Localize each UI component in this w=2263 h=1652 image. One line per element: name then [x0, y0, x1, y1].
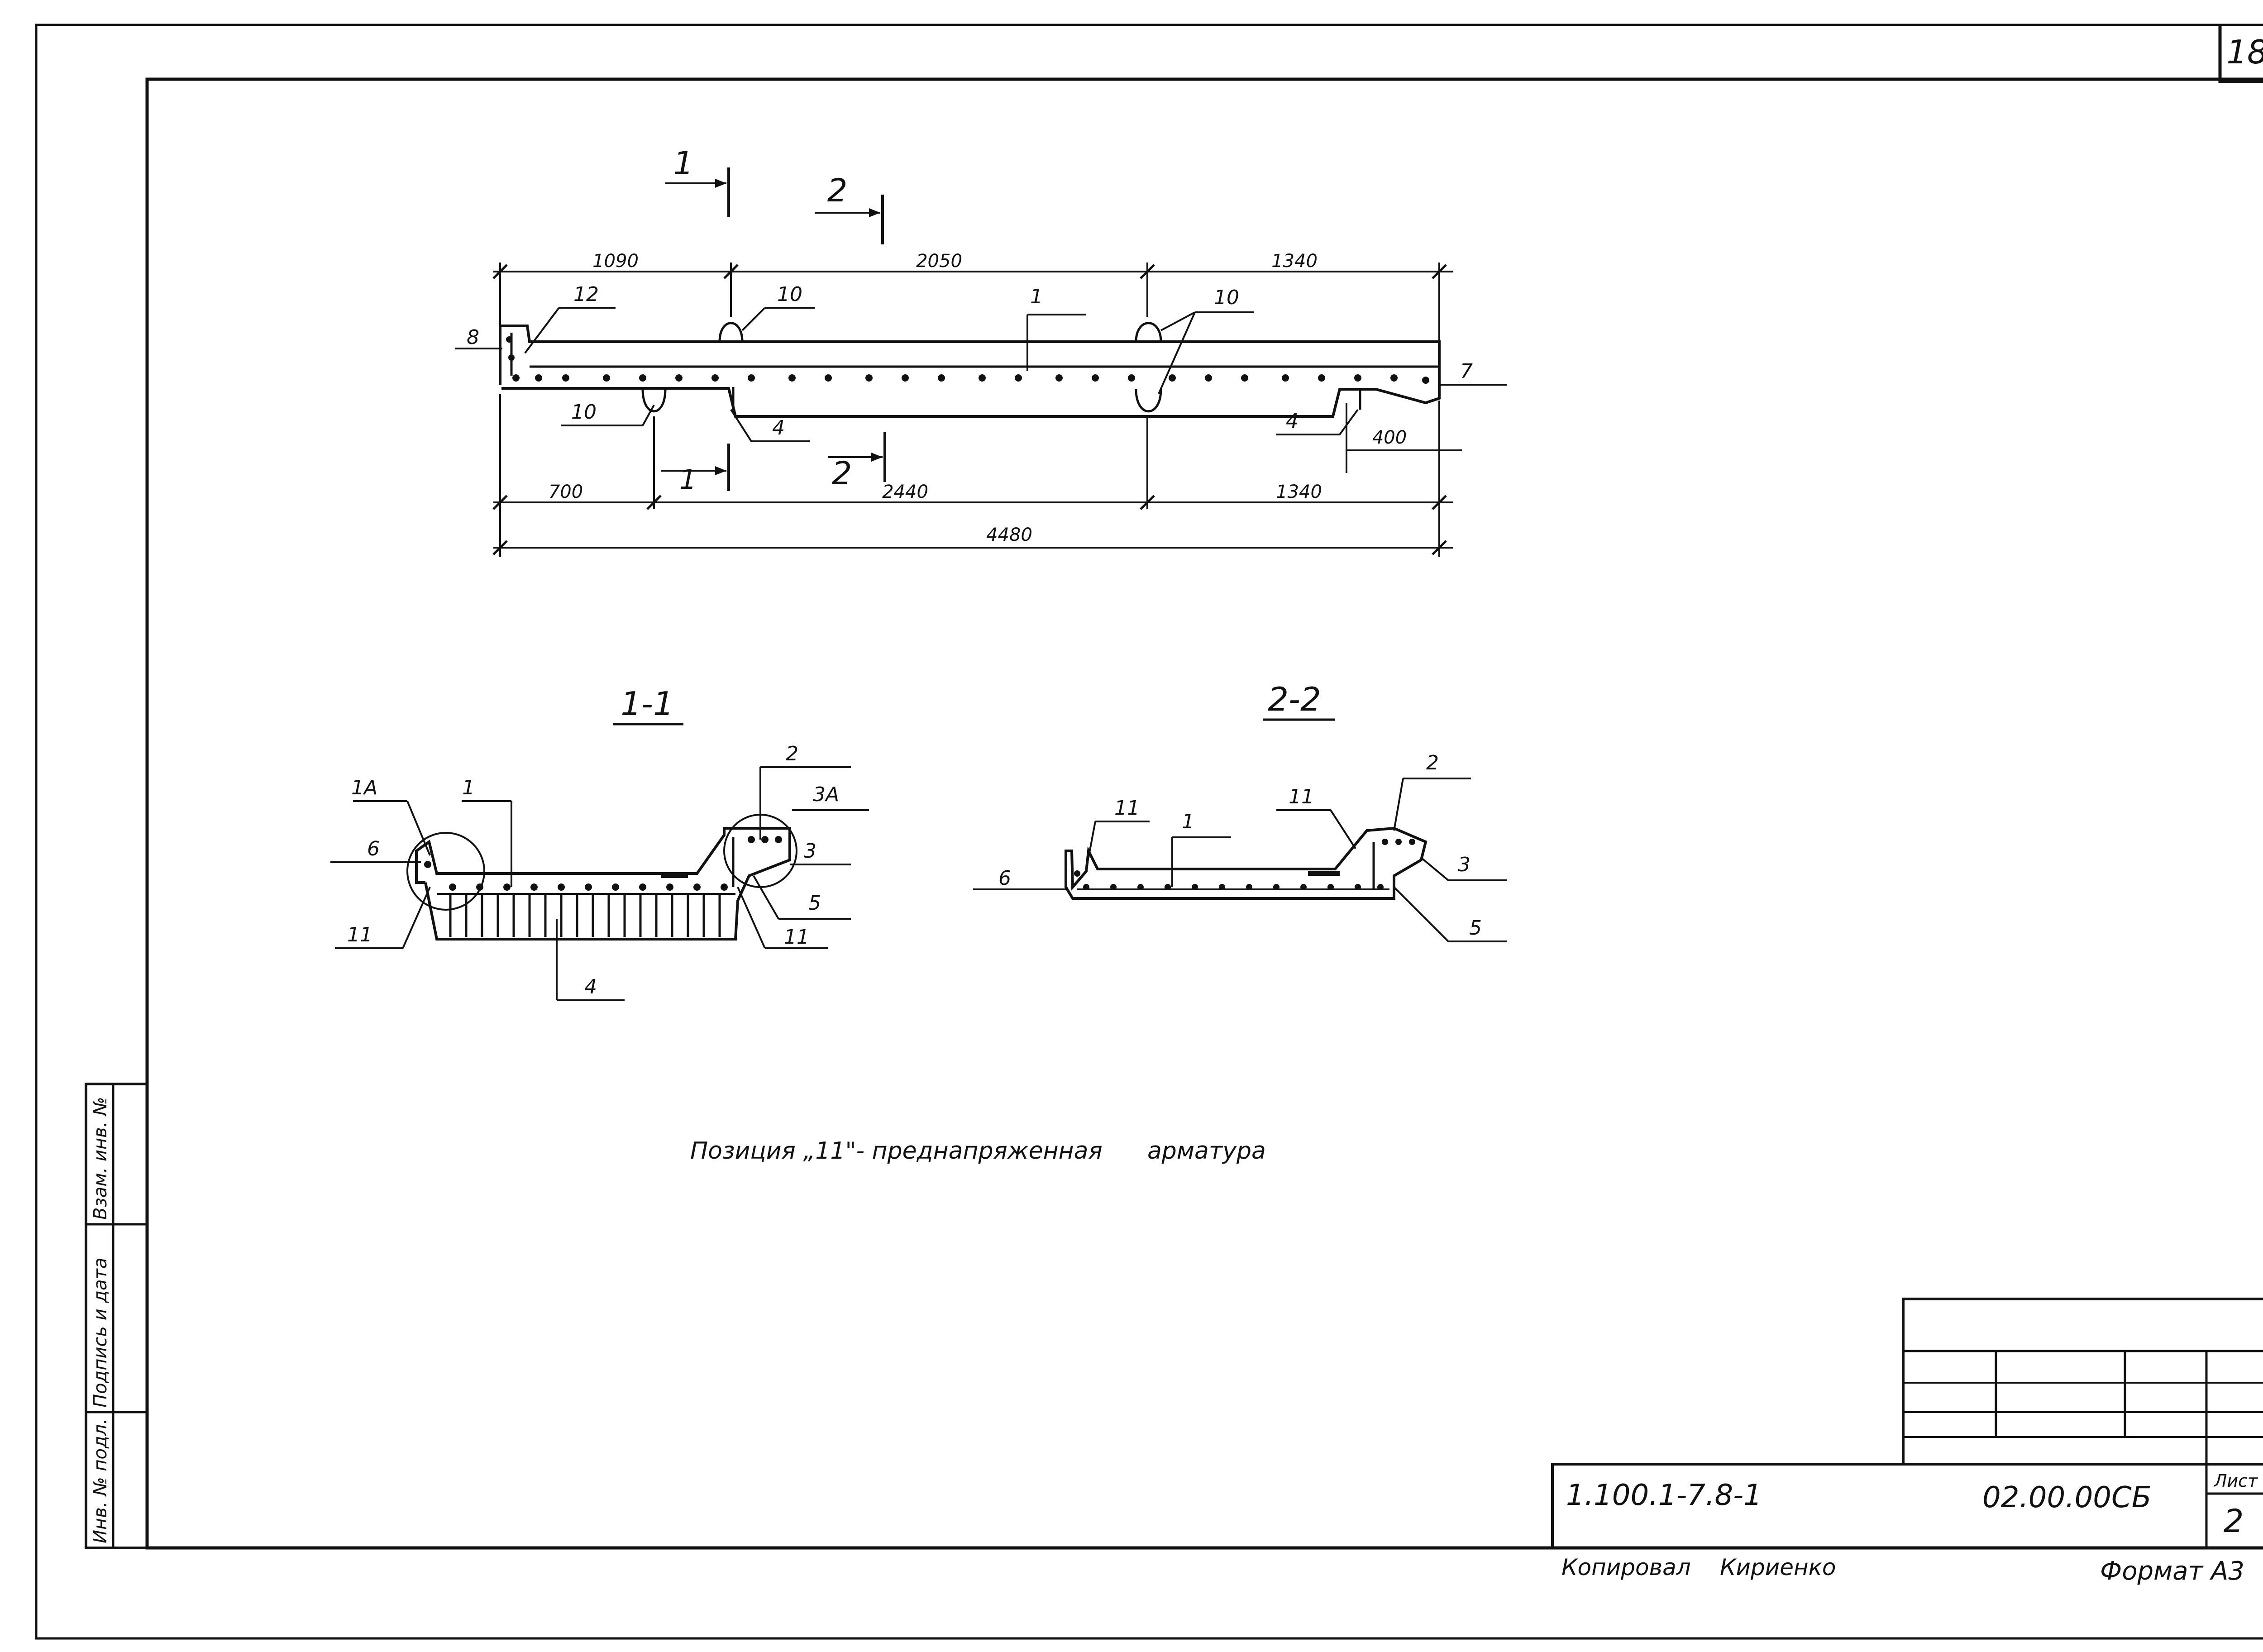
callout-label: 5	[1469, 917, 1482, 940]
callout-label: 11	[1289, 785, 1314, 808]
callout-label: 5	[808, 892, 821, 915]
copied-by-label: Копировал	[1561, 1554, 1691, 1580]
top-dim-label: 2050	[916, 251, 962, 272]
callout-label: 11	[784, 926, 809, 949]
callout-label: 12	[573, 283, 599, 306]
callout-label: 3A	[813, 783, 839, 806]
callout-label: 3	[1458, 853, 1470, 876]
stamp-cell-label: Подпись и дата	[90, 1258, 111, 1408]
drawing-frame	[145, 77, 2263, 1550]
lug	[641, 389, 667, 413]
elevation-view: 1090 2050 1340 700 2440 1340 4480 400 1	[455, 145, 1507, 557]
rebar-dots	[506, 336, 1429, 384]
callout-label: 10	[571, 401, 597, 424]
section-title: 1-1	[621, 685, 674, 723]
callout-label: 6	[367, 837, 380, 860]
top-dim-label: 1340	[1271, 251, 1318, 272]
title-block: 1.100.1-7.8-1 02.00.00СБ Лист 2	[1551, 1298, 2263, 1549]
detail-circle-1A	[406, 832, 485, 911]
callout-label: 2	[1426, 751, 1439, 774]
sheet-label: Лист	[2213, 1471, 2258, 1491]
callout-label: 4	[584, 975, 597, 998]
sheet-number: 18	[2226, 33, 2263, 71]
section-cut-2-top: 2	[815, 172, 884, 244]
rebar-dots	[424, 836, 782, 891]
overall-dim-label: 4480	[986, 525, 1032, 545]
rebar-dots	[1074, 839, 1415, 890]
cut-mark-label: 2	[827, 172, 848, 209]
section-cut-2-bottom: 2	[828, 432, 886, 492]
stirrups	[449, 894, 721, 937]
section-cut-1-top: 1	[665, 145, 730, 217]
note-text: Позиция „11"- преднапряженная арматура	[690, 1137, 1266, 1165]
section-cut-1-bottom: 1	[661, 444, 730, 496]
section-title: 2-2	[1268, 680, 1321, 718]
copier-name: Кириенко	[1720, 1554, 1836, 1580]
side-dim-label: 400	[1372, 427, 1407, 448]
section-outline	[415, 827, 791, 941]
callout-label: 10	[777, 283, 802, 306]
callout-label: 3	[804, 840, 816, 863]
drawing-code: 02.00.00СБ	[1982, 1481, 2152, 1514]
callout-label: 1	[462, 776, 475, 799]
section-outline	[1065, 826, 1428, 900]
callout-label: 7	[1460, 360, 1473, 383]
lug	[1135, 389, 1162, 413]
callout-label: 1	[1182, 810, 1194, 833]
stamp-cell-label: Взам. инв. №	[90, 1097, 111, 1220]
bottom-dim-label: 2440	[882, 482, 928, 502]
slab-outline	[499, 325, 1441, 418]
lug	[1135, 322, 1162, 342]
cut-mark-label: 1	[673, 145, 694, 182]
callout-label: 4	[1286, 410, 1299, 433]
callout-label: 8	[467, 326, 479, 349]
section-1-1: 1-1 1A	[330, 685, 869, 1001]
bottom-dim-label: 700	[549, 482, 583, 502]
callout-label: 6	[998, 867, 1011, 890]
callout-label: 1	[1030, 285, 1043, 308]
cut-mark-label: 2	[832, 455, 852, 492]
cut-mark-label: 1	[679, 464, 697, 496]
lug	[718, 322, 744, 342]
sheet-value: 2	[2224, 1503, 2244, 1540]
stamp-cell-label: Инв. № подл.	[90, 1418, 111, 1543]
outer-border	[35, 24, 2263, 1640]
format-label: Формат А3	[2100, 1557, 2244, 1586]
callout-label: 2	[786, 742, 798, 765]
callout-label: 11	[1114, 797, 1140, 820]
callout-label: 1A	[351, 776, 377, 799]
sheet-number-box: 18	[2218, 25, 2263, 83]
section-2-2: 2-2 11 1 11 2 6 3 5	[973, 680, 1507, 942]
doc-code: 1.100.1-7.8-1	[1566, 1479, 1762, 1512]
callout-label: 4	[772, 416, 785, 439]
callout-label: 10	[1214, 286, 1239, 309]
top-dim-label: 1090	[592, 251, 639, 272]
bottom-dim-label: 1340	[1276, 482, 1322, 502]
callout-label: 11	[347, 923, 372, 946]
side-stamp: Инв. № подл. Подпись и дата Взам. инв. №	[85, 1083, 148, 1549]
